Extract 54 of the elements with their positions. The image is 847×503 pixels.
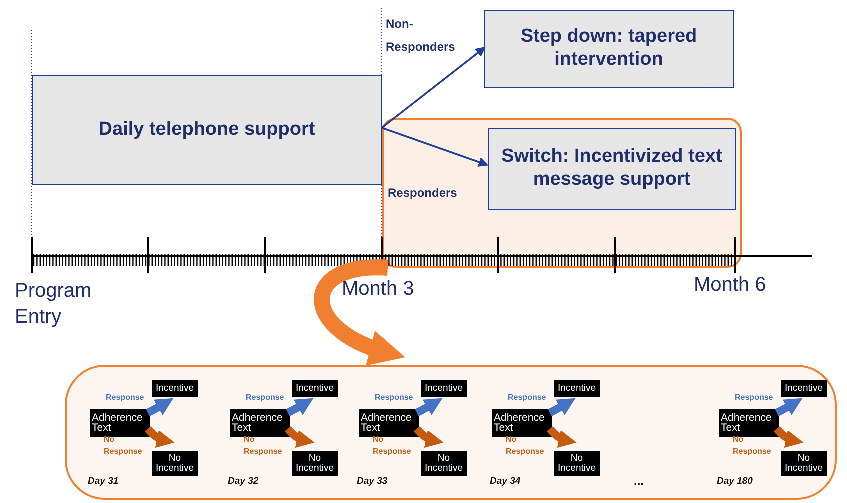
arrow bbox=[382, 127, 489, 168]
message-box: Adherence Text bbox=[719, 409, 779, 437]
intervention-box: Step down: tapered intervention bbox=[484, 10, 734, 88]
message-box: Incentive bbox=[152, 380, 198, 397]
phase-region bbox=[382, 118, 742, 268]
day-label: Day 32 bbox=[228, 476, 259, 487]
edge-label: Response bbox=[106, 393, 144, 402]
message-box: No Incentive bbox=[781, 451, 827, 476]
message-box: Incentive bbox=[554, 380, 600, 397]
arrow bbox=[415, 398, 443, 417]
edge-label: No Response bbox=[104, 434, 144, 458]
message-box: No Incentive bbox=[554, 451, 600, 476]
arrow bbox=[284, 426, 315, 448]
message-box: Adherence Text bbox=[492, 409, 552, 437]
arrow bbox=[314, 260, 406, 364]
edge-label: Response bbox=[246, 393, 284, 402]
message-box: No Incentive bbox=[421, 451, 467, 476]
edge-label: Responders bbox=[388, 186, 458, 200]
day-label: Day 34 bbox=[490, 476, 521, 487]
message-box: No Incentive bbox=[292, 451, 338, 476]
day-label: Day 33 bbox=[357, 476, 388, 487]
axis-label: Month 6 bbox=[694, 274, 766, 297]
message-box: No Incentive bbox=[152, 451, 198, 476]
edge-label: No Response bbox=[733, 434, 772, 458]
intervention-box: Daily telephone support bbox=[32, 75, 382, 185]
arrow bbox=[144, 426, 175, 448]
day-label: Day 180 bbox=[717, 476, 753, 487]
detail-panel bbox=[65, 365, 837, 500]
day-label: Day 31 bbox=[88, 476, 119, 487]
message-box: Incentive bbox=[781, 380, 827, 397]
message-box: Incentive bbox=[421, 380, 467, 397]
edge-label: Response bbox=[735, 393, 774, 402]
arrow bbox=[774, 426, 804, 448]
edge-label: Response bbox=[375, 393, 414, 402]
message-box: Adherence Text bbox=[230, 409, 290, 437]
message-box: Adherence Text bbox=[90, 409, 150, 437]
edge-label: Non-Responders bbox=[386, 16, 456, 56]
message-box: Adherence Text bbox=[359, 409, 419, 437]
arrow bbox=[546, 426, 577, 448]
ellipsis: ... bbox=[634, 474, 644, 488]
edge-label: Response bbox=[508, 393, 546, 402]
arrow bbox=[146, 398, 174, 417]
message-box: Incentive bbox=[292, 380, 338, 397]
arrow bbox=[381, 46, 486, 129]
arrow bbox=[286, 398, 314, 417]
edge-label: No Response bbox=[373, 434, 412, 458]
axis-label: Program Entry bbox=[15, 279, 93, 330]
edge-label: No Response bbox=[506, 434, 546, 458]
axis-label: Month 3 bbox=[342, 278, 414, 301]
arrow bbox=[775, 398, 803, 417]
edge-label: No Response bbox=[244, 434, 284, 458]
arrow bbox=[548, 398, 576, 417]
intervention-box: Switch: Incentivized text message support bbox=[488, 128, 736, 210]
arrow bbox=[414, 426, 444, 448]
